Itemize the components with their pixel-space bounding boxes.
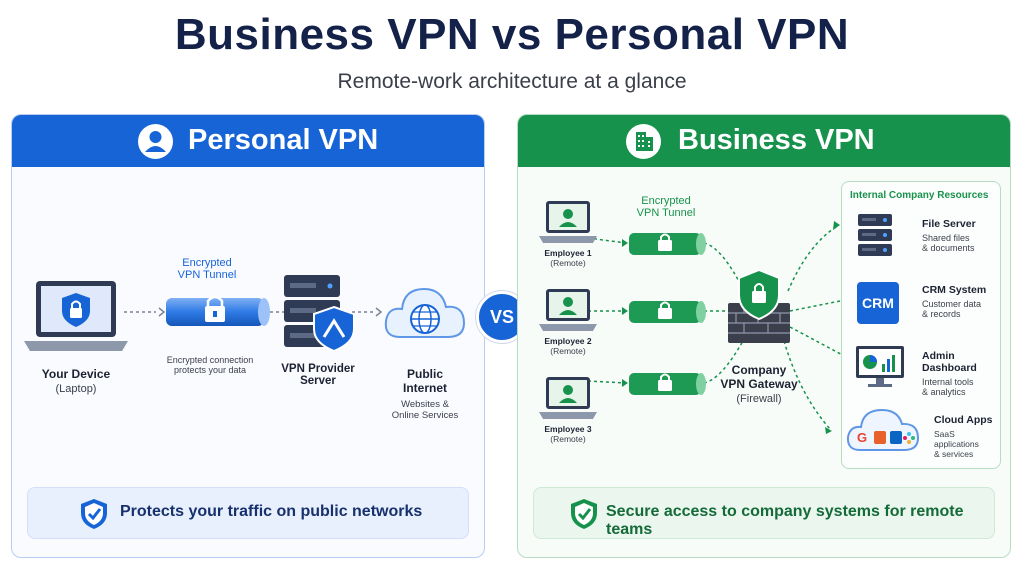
resource-dashboard-sub1: Internal tools bbox=[922, 377, 974, 387]
resource-file-server-name: File Server bbox=[922, 218, 976, 230]
resource-dashboard-name: Admin Dashboard bbox=[922, 350, 977, 374]
green-tunnel-icon bbox=[628, 231, 708, 262]
user-icon bbox=[138, 124, 173, 159]
resource-crm-sub1: Customer data bbox=[922, 299, 982, 309]
tunnel-label-line2: VPN Tunnel bbox=[177, 269, 237, 281]
employee-1-sublabel: (Remote) bbox=[550, 258, 586, 268]
tunnel-note-line1: Encrypted connection bbox=[166, 355, 254, 365]
green-tunnel-icon bbox=[628, 299, 708, 330]
business-vpn-title: Business VPN bbox=[678, 124, 875, 156]
svg-text:G: G bbox=[857, 430, 867, 445]
employee-2-label: Employee 2 bbox=[544, 336, 592, 346]
gateway-sublabel: (Firewall) bbox=[736, 393, 782, 405]
laptop-shield-icon bbox=[22, 279, 130, 364]
resource-file-server-sub2: & documents bbox=[922, 243, 975, 253]
resource-cloud-sub2: & services bbox=[934, 449, 974, 459]
arrow-to-internet bbox=[352, 305, 384, 323]
personal-vpn-panel: Personal VPN Your Device (Laptop) Encryp… bbox=[11, 114, 485, 558]
employee-3-label: Employee 3 bbox=[544, 424, 592, 434]
employee-1-label: Employee 1 bbox=[544, 248, 592, 258]
firewall-shield-icon bbox=[724, 268, 794, 350]
business-vpn-panel: Business VPN Encrypted VPN Tunnel bbox=[517, 114, 1011, 558]
resource-dashboard-sub2: & analytics bbox=[922, 387, 966, 397]
shield-check-icon bbox=[80, 498, 108, 535]
personal-footer-text: Protects your traffic on public networks bbox=[120, 503, 423, 520]
employee-3-sublabel: (Remote) bbox=[550, 434, 586, 444]
resources-title: Internal Company Resources bbox=[850, 190, 989, 201]
globe-cloud-icon bbox=[382, 279, 468, 348]
personal-footer: Protects your traffic on public networks bbox=[27, 487, 469, 539]
tunnel-label-line1: Encrypted bbox=[182, 257, 232, 269]
biz-tunnel-label-line1: Encrypted bbox=[641, 195, 691, 207]
personal-vpn-header: Personal VPN bbox=[12, 115, 484, 167]
business-footer: Secure access to company systems for rem… bbox=[533, 487, 995, 539]
device-sublabel: (Laptop) bbox=[55, 383, 97, 395]
encrypted-tunnel-icon bbox=[120, 285, 300, 344]
internet-sub-line2: Online Services bbox=[391, 410, 459, 421]
internet-label-line2: Internet bbox=[402, 381, 447, 395]
business-footer-text: Secure access to company systems for rem… bbox=[606, 503, 964, 538]
page-subtitle: Remote-work architecture at a glance bbox=[337, 70, 687, 93]
gateway-label-line1: Company bbox=[731, 363, 787, 377]
employee-laptop-icon bbox=[538, 376, 598, 427]
server-icon bbox=[856, 212, 894, 263]
resource-file-server-sub1: Shared files bbox=[922, 233, 970, 243]
cloud-apps-icon: G bbox=[846, 400, 920, 461]
building-icon bbox=[626, 124, 661, 159]
resource-cloud-sub1: SaaS applications bbox=[934, 429, 979, 449]
server-label-line2: Server bbox=[300, 375, 336, 387]
green-tunnel-icon bbox=[628, 371, 708, 402]
crm-icon: CRM bbox=[857, 282, 899, 324]
gateway-label-line2: VPN Gateway bbox=[720, 377, 798, 391]
employee-laptop-icon bbox=[538, 200, 598, 251]
internet-sub-line1: Websites & bbox=[401, 399, 449, 410]
employee-laptop-icon bbox=[538, 288, 598, 339]
tunnel-note-line2: protects your data bbox=[173, 365, 247, 375]
resource-crm-name: CRM System bbox=[922, 284, 987, 296]
employee-2-sublabel: (Remote) bbox=[550, 346, 586, 356]
resource-crm-sub2: & records bbox=[922, 309, 961, 319]
business-vpn-header: Business VPN bbox=[518, 115, 1010, 167]
device-label: Your Device bbox=[41, 367, 111, 381]
shield-check-icon bbox=[570, 498, 598, 535]
dashboard-icon bbox=[854, 344, 906, 395]
internal-resources-box: Internal Company Resources File Server S… bbox=[841, 181, 1001, 469]
vpn-server-icon bbox=[280, 273, 358, 358]
resource-cloud-name: Cloud Apps bbox=[934, 414, 993, 426]
page-title: Business VPN vs Personal VPN bbox=[174, 10, 850, 59]
biz-tunnel-label-line2: VPN Tunnel bbox=[636, 207, 696, 219]
personal-vpn-title: Personal VPN bbox=[188, 124, 379, 156]
internet-label-line1: Public bbox=[406, 367, 443, 381]
server-label-line1: VPN Provider bbox=[281, 363, 355, 375]
